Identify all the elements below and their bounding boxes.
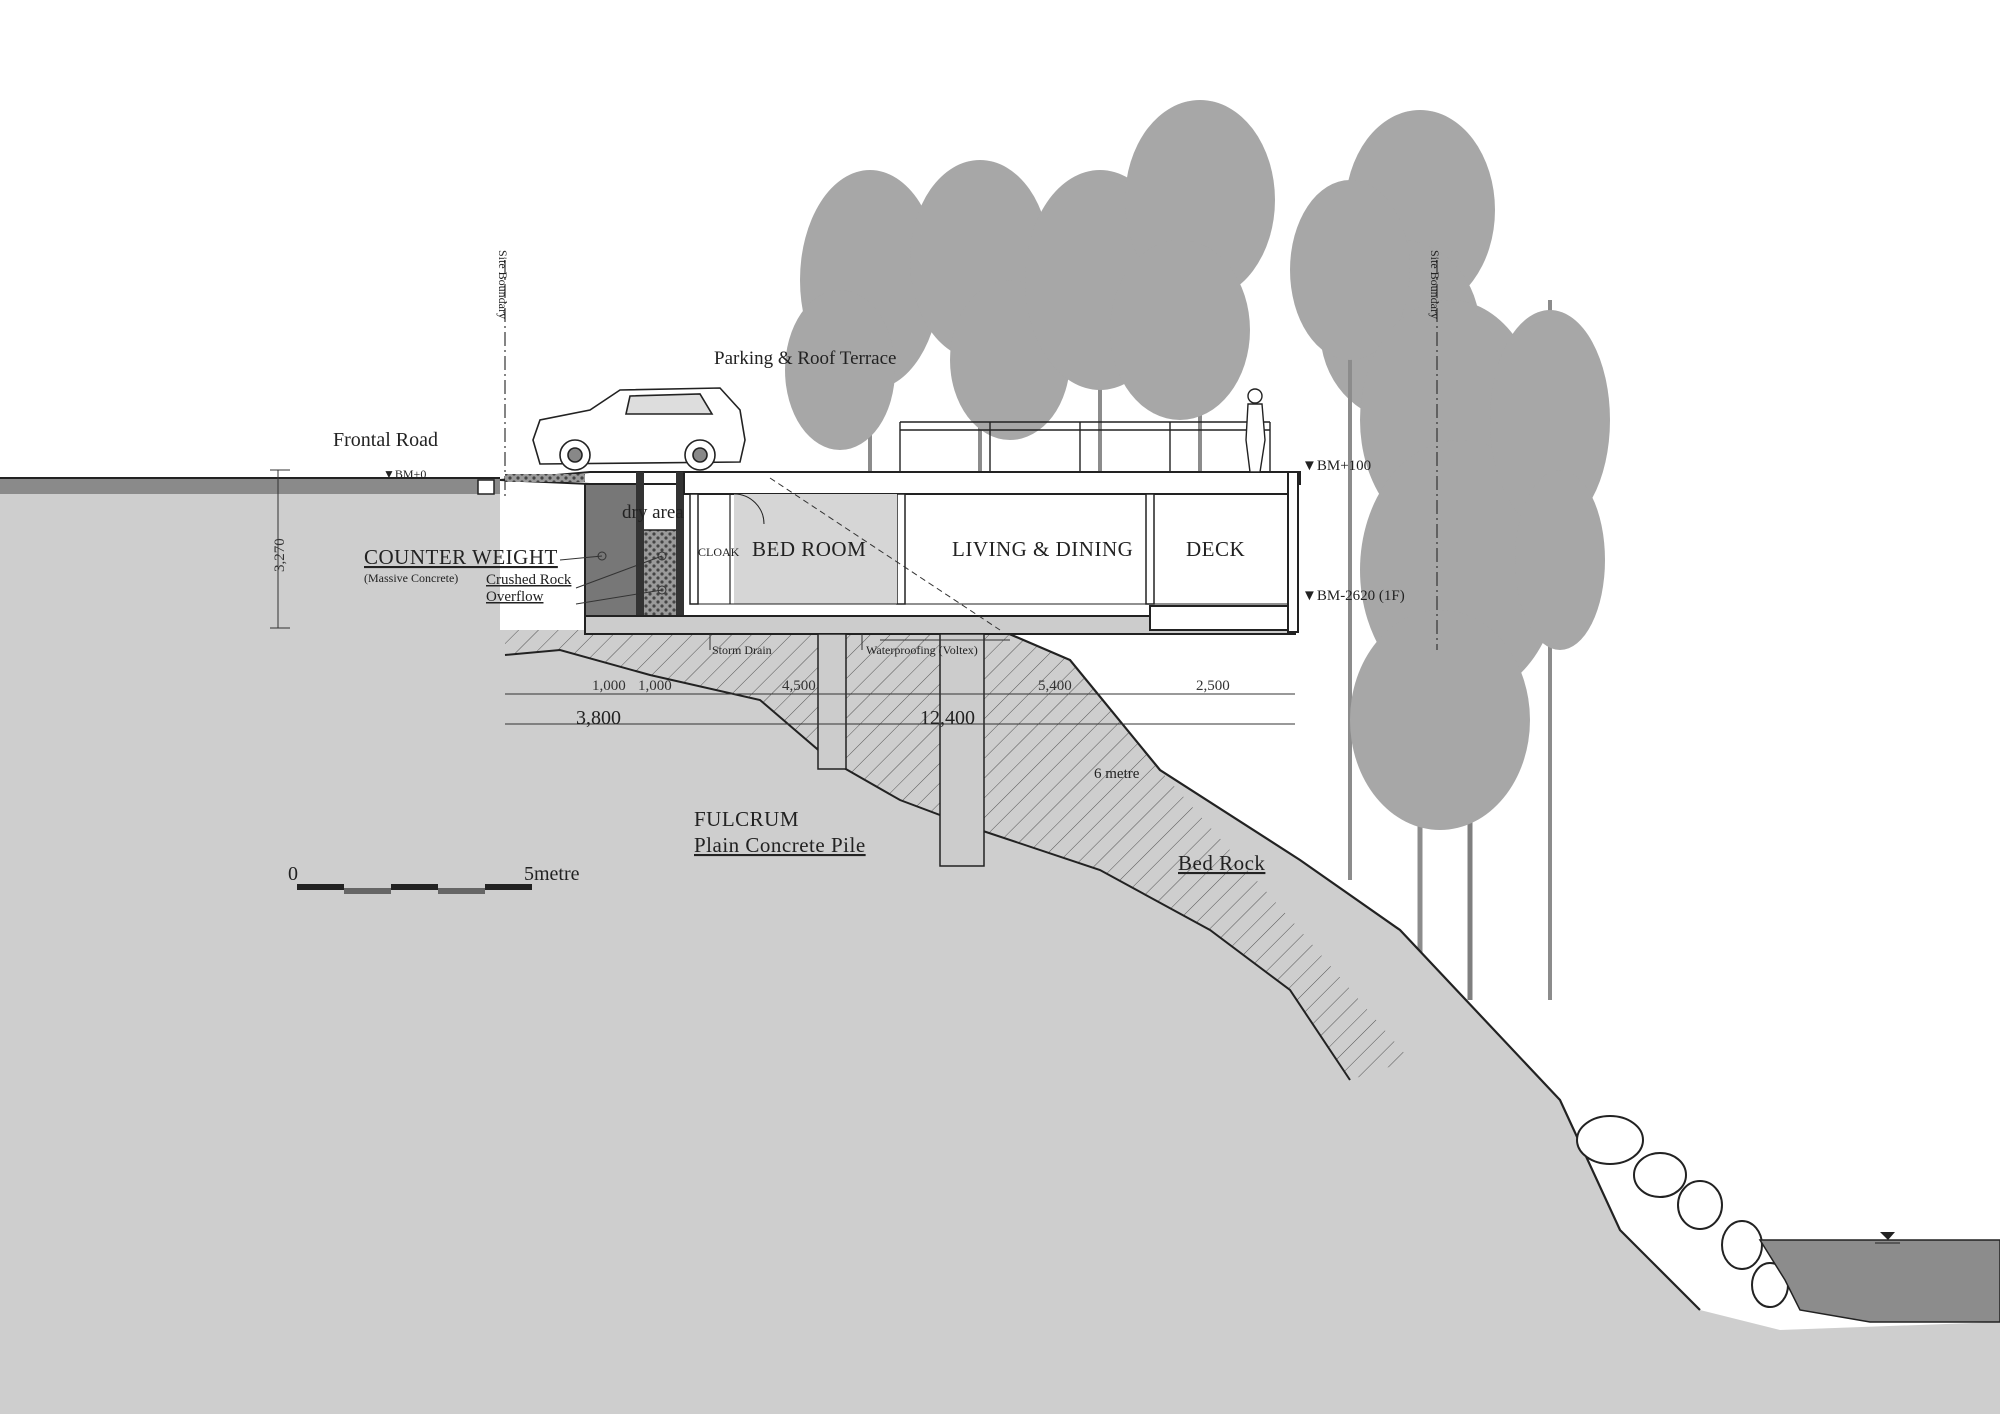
- dimension-lines: [270, 469, 1295, 725]
- cloak-label: CLOAK: [698, 545, 740, 559]
- bedrock-line: [504, 648, 1351, 1081]
- dim-2: 1,000: [638, 678, 672, 694]
- bm-0-label: ▼BM+0: [383, 467, 426, 481]
- roof-railing: [899, 421, 1271, 472]
- bm-100-label: ▼BM+100: [1302, 458, 1371, 474]
- massive-concrete-label: (Massive Concrete): [364, 571, 458, 585]
- frontal-road-surface: [0, 478, 500, 494]
- bm-lower-label: ▼BM-2620 (1F): [1302, 588, 1405, 604]
- scale-start-label: 0: [288, 863, 298, 885]
- dry-area-label: dry area: [622, 502, 684, 523]
- six-metre-label: 6 metre: [1094, 766, 1140, 782]
- crushed-rock-label: Crushed Rock: [486, 572, 572, 588]
- waterproofing-label: Waterproofing (Voltex): [866, 643, 978, 657]
- pile-2: [939, 633, 985, 867]
- overflow-label: Overflow: [486, 589, 544, 605]
- car: [532, 387, 746, 471]
- site-boundary-right-label: Site Boundary: [1428, 250, 1442, 319]
- crushed-rock: [641, 529, 679, 617]
- pile-1: [817, 633, 847, 770]
- plain-concrete-pile-label: Plain Concrete Pile: [694, 833, 866, 857]
- person-figure: [1245, 388, 1266, 473]
- dim-3: 4,500: [782, 678, 816, 694]
- boulders: [1576, 1115, 1789, 1308]
- ground-mass: [0, 492, 2000, 1414]
- total-dim-1: 3,800: [576, 707, 621, 729]
- gravel-strip: [505, 474, 585, 482]
- counter-weight-label: COUNTER WEIGHT: [364, 545, 558, 569]
- storm-drain-label: Storm Drain: [712, 643, 772, 657]
- bed-room-label: BED ROOM: [752, 537, 866, 561]
- parking-roof-terrace-label: Parking & Roof Terrace: [714, 348, 896, 369]
- scale-end-label: 5metre: [524, 863, 580, 885]
- height-dimension: 3,270: [272, 538, 288, 572]
- living-dining-label: LIVING & DINING: [952, 537, 1133, 561]
- dim-1: 1,000: [592, 678, 626, 694]
- water: [1758, 1239, 2000, 1323]
- deck-label: DECK: [1186, 537, 1245, 561]
- upper-slab: [683, 471, 1297, 495]
- dim-4: 5,400: [1038, 678, 1072, 694]
- trees: [785, 100, 1610, 1000]
- slope-line: [999, 628, 1701, 1311]
- frontal-road-label: Frontal Road: [333, 429, 438, 451]
- gutter: [477, 479, 495, 495]
- total-dim-2: 12,400: [920, 707, 975, 729]
- bed-rock-label: Bed Rock: [1178, 851, 1265, 875]
- site-boundary-left-label: Site Boundary: [496, 250, 510, 319]
- dim-5: 2,500: [1196, 678, 1230, 694]
- scale-bar: [297, 884, 532, 894]
- fulcrum-label: FULCRUM: [694, 807, 799, 831]
